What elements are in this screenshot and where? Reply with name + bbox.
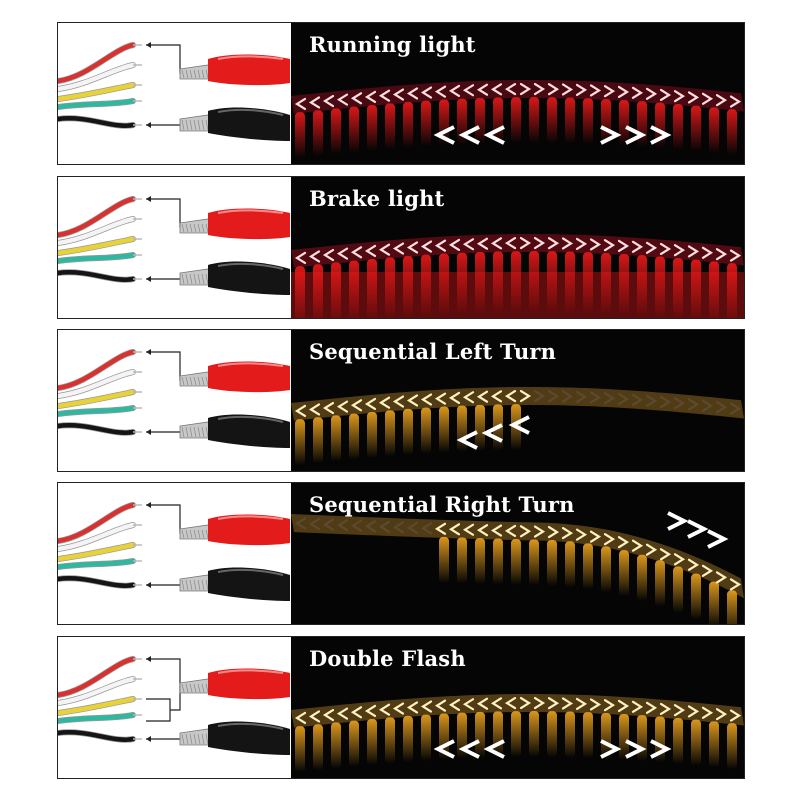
connector-lead (146, 656, 188, 742)
panel-sequential-left-turn: Sequential Left Turn (57, 329, 745, 472)
connector-lead (146, 502, 188, 588)
direction-arrows (433, 125, 672, 145)
led-strip-photo: Sequential Left Turn (291, 330, 744, 471)
wire (58, 522, 142, 552)
panel-title: Running light (309, 32, 476, 57)
black-alligator-clip (179, 261, 290, 295)
direction-arrows (667, 511, 729, 549)
wire (58, 542, 142, 562)
direction-arrows (456, 415, 530, 450)
led-strip (291, 387, 744, 421)
red-alligator-clip (179, 668, 290, 700)
led-glow (439, 536, 737, 624)
wiring-diagram (58, 177, 291, 318)
connector-lead (146, 196, 188, 282)
wire (58, 676, 142, 706)
wiring-diagram (58, 330, 291, 471)
wiring-diagram (58, 23, 291, 164)
connector-lead (146, 42, 188, 128)
wire (58, 42, 142, 84)
led-strip (291, 80, 744, 114)
black-alligator-clip (179, 414, 290, 448)
wire (58, 712, 142, 724)
wire (58, 389, 142, 409)
red-alligator-clip (179, 54, 290, 86)
panel-title: Sequential Right Turn (309, 492, 575, 517)
wire (58, 98, 142, 110)
wire (58, 236, 142, 256)
direction-arrows (433, 739, 672, 759)
wire (58, 558, 142, 570)
led-glow (291, 251, 744, 318)
red-alligator-clip (179, 514, 290, 546)
wire (58, 422, 142, 436)
led-strip (291, 694, 744, 728)
panel-double-flash: Double Flash (57, 636, 745, 779)
panel-sequential-right-turn: Sequential Right Turn (57, 482, 745, 625)
led-strip-photo: Double Flash (291, 637, 744, 778)
wire (58, 269, 142, 283)
black-alligator-clip (179, 107, 290, 141)
wire (58, 729, 142, 743)
wiring-diagram (58, 637, 291, 778)
led-strip (291, 514, 744, 599)
wire (58, 349, 142, 391)
wire (58, 62, 142, 92)
led-strip-photo: Brake light (291, 177, 744, 318)
wire (58, 82, 142, 102)
wire (58, 575, 142, 589)
panel-title: Brake light (309, 186, 445, 211)
wire (58, 405, 142, 417)
red-alligator-clip (179, 361, 290, 393)
panel-title: Double Flash (309, 646, 466, 671)
wire (58, 369, 142, 399)
led-strip-photo: Sequential Right Turn (291, 483, 744, 624)
led-strip (291, 234, 744, 268)
black-alligator-clip (179, 721, 290, 755)
black-alligator-clip (179, 567, 290, 601)
wire (58, 696, 142, 716)
panel-brake-light: Brake light (57, 176, 745, 319)
wire (58, 216, 142, 246)
panel-running-light: Running light (57, 22, 745, 165)
panel-title: Sequential Left Turn (309, 339, 557, 364)
connector-lead (146, 349, 188, 435)
wire (58, 115, 142, 129)
wire (58, 656, 142, 698)
wire (58, 252, 142, 264)
led-strip-photo: Running light (291, 23, 744, 164)
wire (58, 502, 142, 544)
wire (58, 196, 142, 238)
wiring-diagram (58, 483, 291, 624)
red-alligator-clip (179, 208, 290, 240)
led-glow (295, 404, 521, 466)
